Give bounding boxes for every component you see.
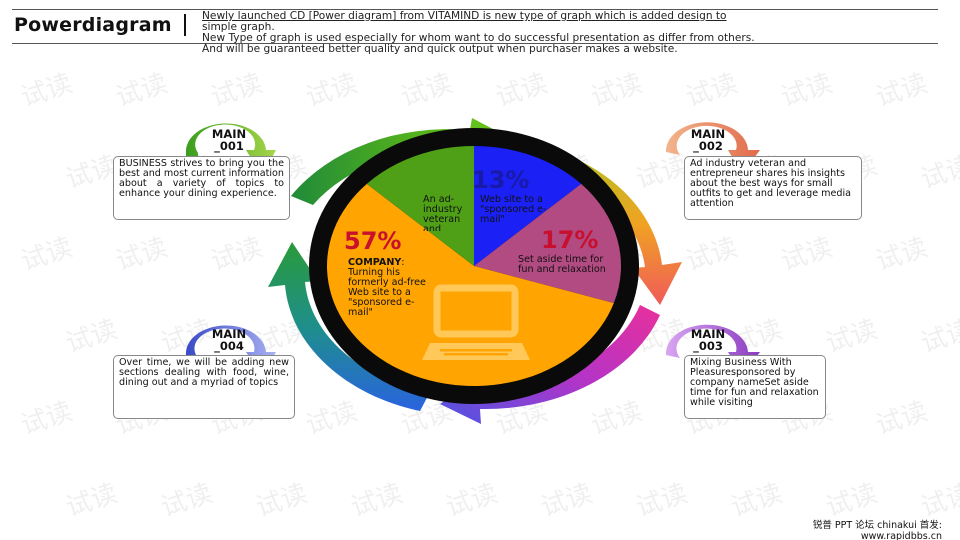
footer-line: 锐普 PPT 论坛 chinakui 首发: <box>812 520 942 531</box>
pie-slice-relax <box>474 183 621 304</box>
pie-label-company-text: : Turning his formerly ad-free Web site … <box>348 257 426 318</box>
header-desc-line: And will be guaranteed better quality an… <box>202 43 678 55</box>
pie-percent-website: 13% <box>472 166 530 194</box>
callout-label-002: MAIN _002 <box>690 127 726 153</box>
header-bottom-rule <box>12 43 938 44</box>
footer-url: www.rapidbbs.cn <box>860 531 942 540</box>
callout-arrow-001 <box>185 123 276 176</box>
header-desc-line: Newly launched CD [Power diagram] from V… <box>202 10 727 22</box>
pie-label-relax: Set aside time for fun and relaxation <box>518 254 606 275</box>
footer-credit: 锐普 PPT 论坛 chinakui 首发: www.rapidbbs.cn <box>813 520 942 540</box>
callout-label-003: MAIN _003 <box>690 327 726 353</box>
pie-label-company: COMPANY: Turning his formerly ad-free We… <box>348 258 428 318</box>
header-description: Newly launched CD [Power diagram] from V… <box>202 11 942 55</box>
callout-label-001: MAIN _001 <box>211 127 247 153</box>
callout-text-004: Over time, we will be adding new section… <box>113 355 295 419</box>
callout-text-001: BUSINESS strives to bring you the best a… <box>113 156 290 220</box>
pie-label-veteran: An ad-industry veteran and <box>423 195 463 231</box>
callout-text-002: Ad industry veteran and entrepreneur sha… <box>684 156 862 220</box>
callout-label-004: MAIN _004 <box>211 327 247 353</box>
header-desc-line: New Type of graph is used especially for… <box>202 32 755 44</box>
pie-slice-website <box>474 146 582 266</box>
pie-percent-company: 57% <box>344 227 402 255</box>
header-desc-line: simple graph. <box>202 21 275 33</box>
callout-arrow-004 <box>185 325 276 376</box>
pie-percent-relax: 17% <box>541 226 599 254</box>
page-title: Powerdiagram <box>14 14 172 36</box>
pie-label-company-bold: COMPANY <box>348 257 402 268</box>
laptop-icon <box>422 284 530 360</box>
title-divider <box>184 14 186 36</box>
callout-text-003: Mixing Business With Pleasuresponsored b… <box>684 355 826 419</box>
pie-slice-veteran <box>366 146 474 266</box>
header-top-rule <box>12 9 938 10</box>
pie-label-website: Web site to a "sponsored e-mail" <box>480 194 547 225</box>
